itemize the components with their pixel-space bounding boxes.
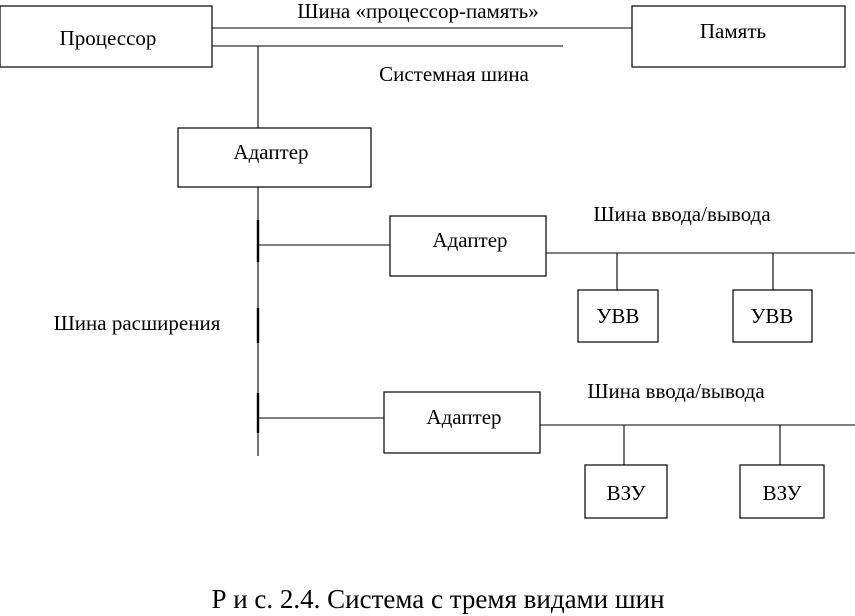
adapter-io1-label: Адаптер bbox=[432, 228, 507, 252]
adapter-io1-box bbox=[389, 215, 547, 277]
adapter-main-label: Адаптер bbox=[233, 140, 308, 164]
processor-box bbox=[0, 5, 213, 68]
io-bus-2-label: Шина ввода/вывода bbox=[587, 379, 765, 403]
vzu-1-box bbox=[584, 464, 668, 519]
adapter-main-box bbox=[177, 127, 372, 188]
vzu-2-box bbox=[739, 464, 825, 519]
uvv-1-label: УВВ bbox=[597, 304, 640, 328]
uvv-2-label: УВВ bbox=[751, 304, 794, 328]
io-bus-1-label: Шина ввода/вывода bbox=[593, 202, 771, 226]
processor-label: Процессор bbox=[60, 26, 157, 50]
uvv-2-box bbox=[732, 289, 813, 343]
processor-memory-bus-label: Шина «процессор-память» bbox=[297, 0, 538, 23]
memory-box bbox=[631, 5, 846, 68]
vzu-2-label: ВЗУ bbox=[763, 481, 802, 505]
memory-label: Память bbox=[700, 19, 766, 43]
system-bus-label: Системная шина bbox=[379, 62, 529, 86]
figure-caption: Р и с. 2.4. Система с тремя видами шин bbox=[211, 584, 664, 614]
adapter-io2-box bbox=[383, 391, 541, 454]
vzu-1-label: ВЗУ bbox=[607, 481, 646, 505]
uvv-1-box bbox=[577, 289, 659, 343]
adapter-io2-label: Адаптер bbox=[426, 405, 501, 429]
expansion-bus-label: Шина расширения bbox=[54, 311, 221, 335]
